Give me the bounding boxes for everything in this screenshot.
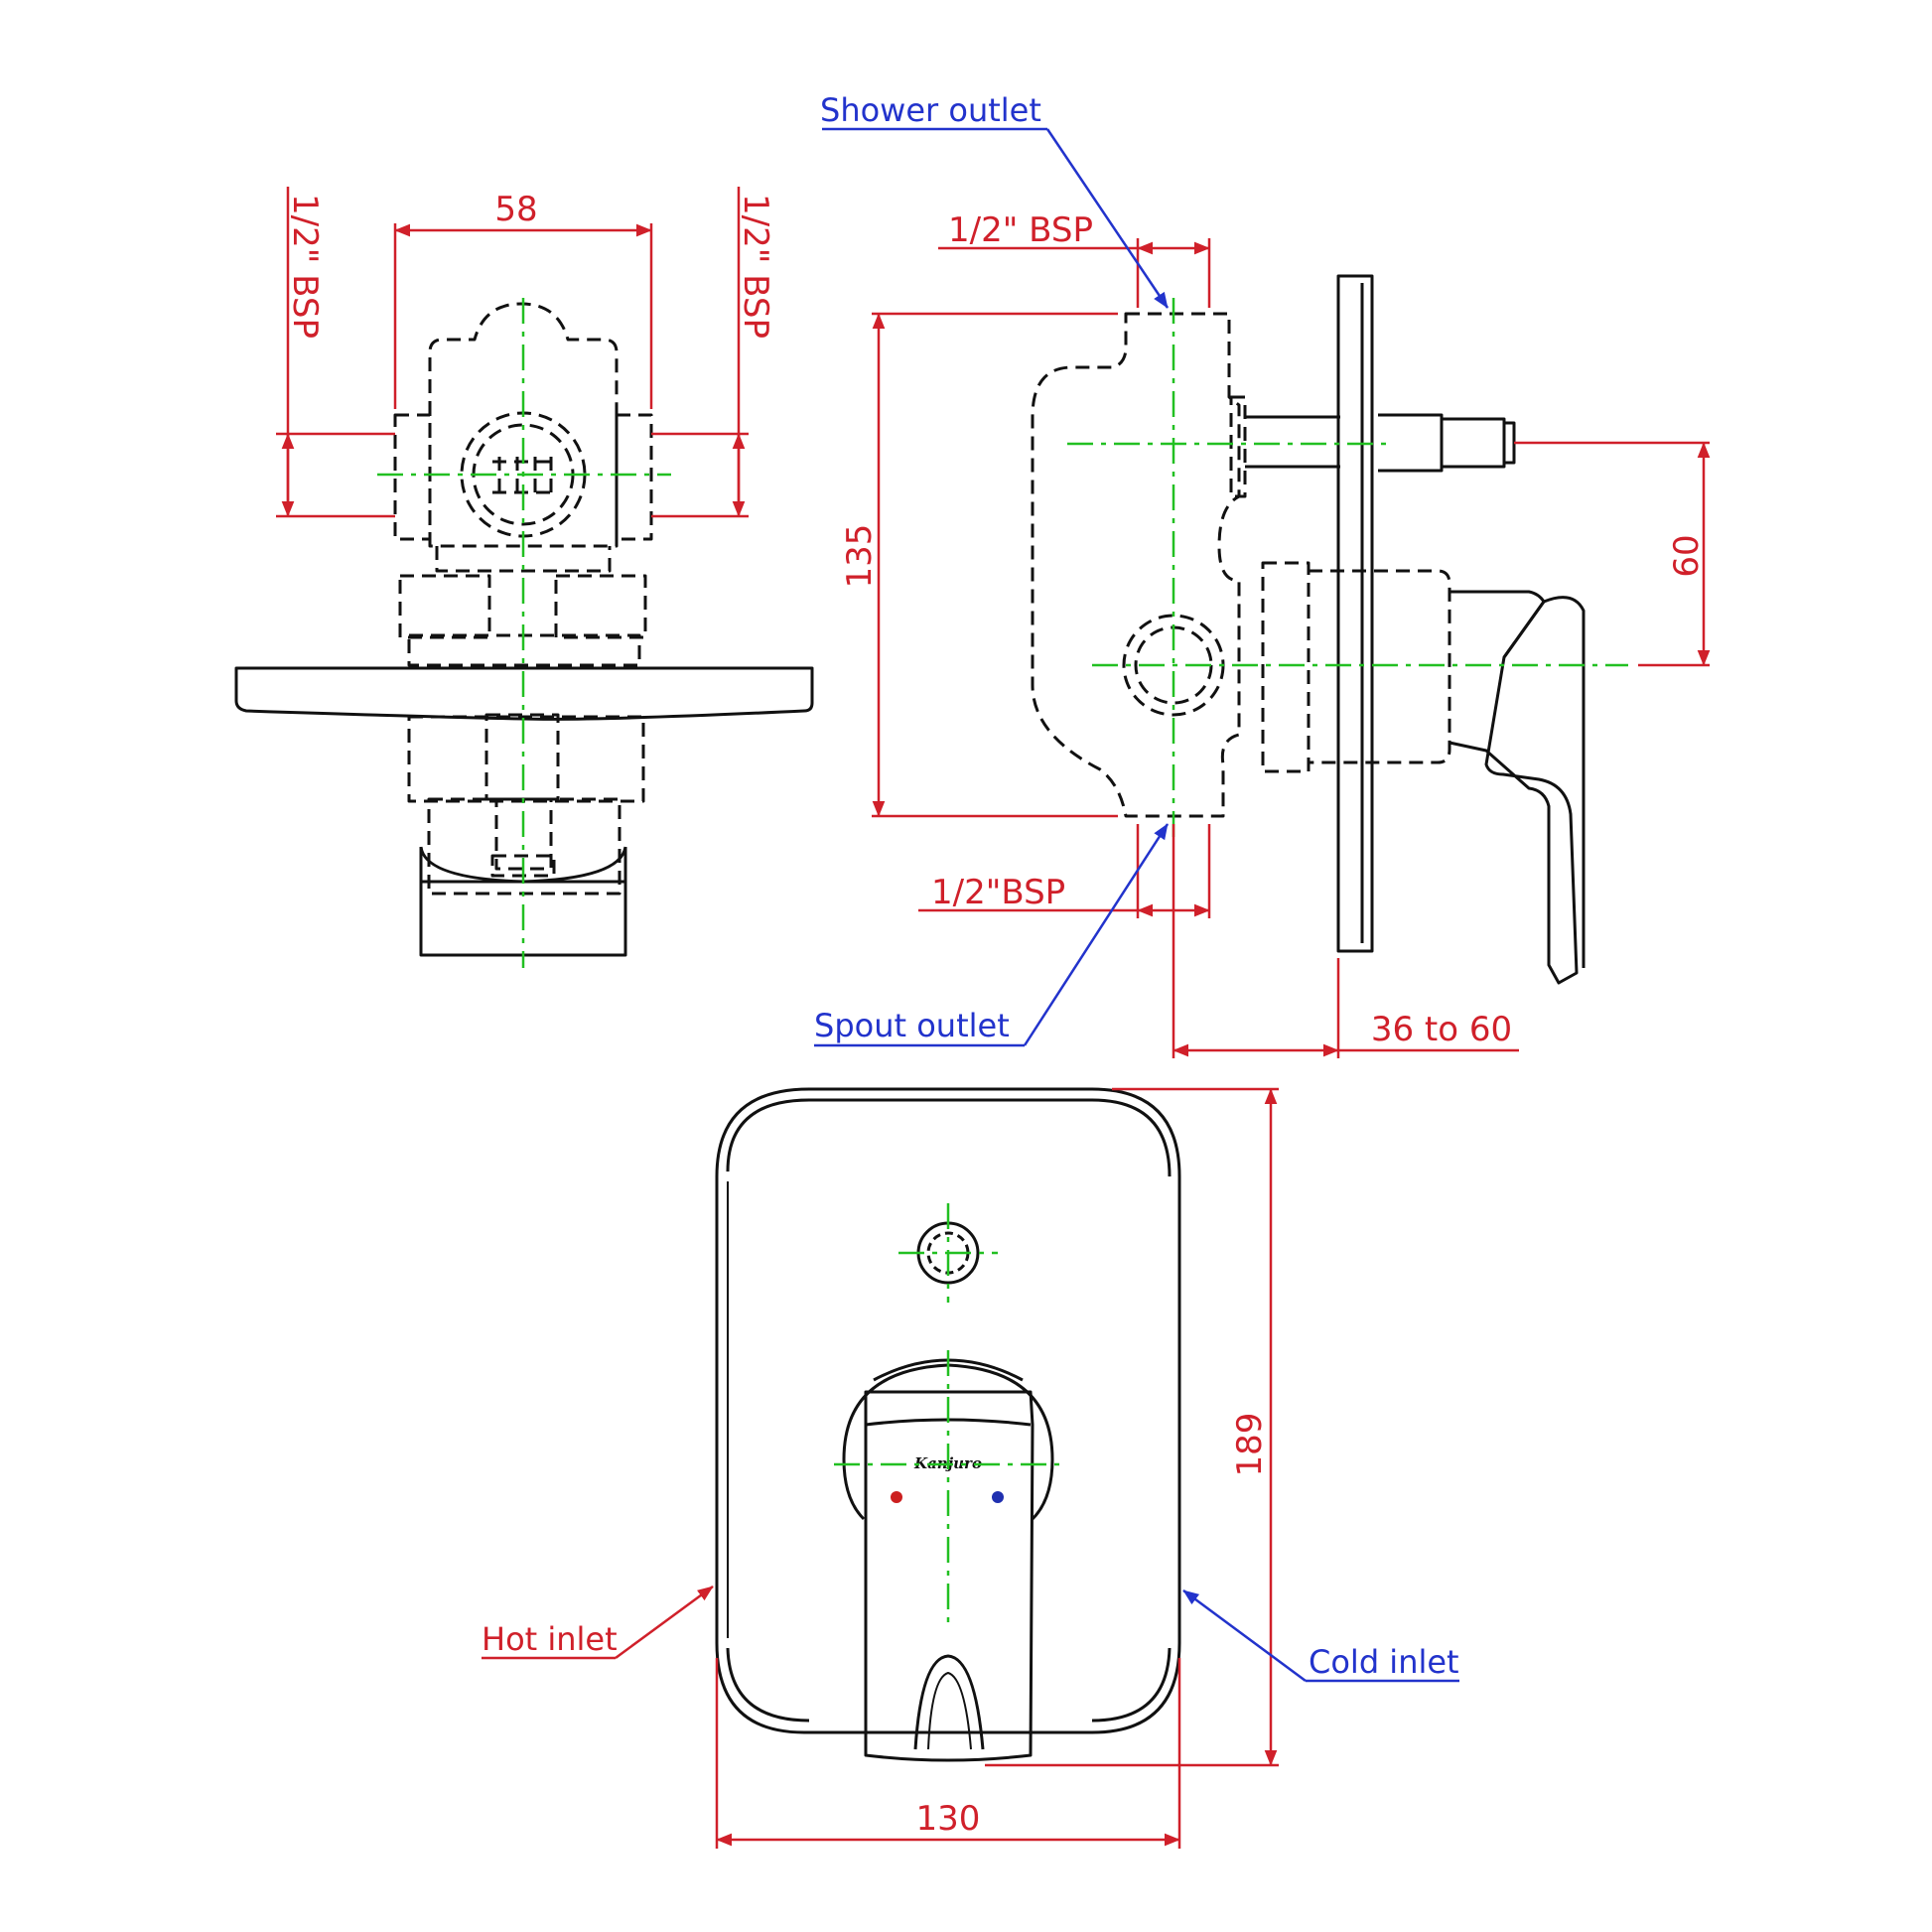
side-bottom-thread-dimension: 1/2"BSP — [931, 873, 1065, 912]
side-top-thread-dimension: 1/2" BSP — [948, 210, 1093, 250]
cold-inlet-label: Cold inlet — [1309, 1643, 1459, 1681]
side-view-leaders — [814, 127, 1170, 1047]
side-height-dimension: 135 — [840, 524, 880, 589]
plate-view-leaders — [1182, 1588, 1459, 1683]
plate-view-dimensions — [482, 1087, 1279, 1849]
front-view-centerlines — [377, 298, 671, 968]
front-view-dimensions — [276, 187, 749, 518]
side-depth-dimension: 36 to 60 — [1371, 1010, 1512, 1049]
plate-view — [715, 1087, 1181, 1762]
side-offset-dimension: 60 — [1667, 534, 1707, 577]
hot-inlet-label: Hot inlet — [482, 1620, 618, 1658]
spout-outlet-label: Spout outlet — [814, 1007, 1010, 1044]
front-right-thread-dimension: 1/2" BSP — [736, 194, 775, 339]
plate-height-dimension: 189 — [1230, 1413, 1270, 1477]
hot-indicator-dot — [891, 1491, 902, 1503]
shower-outlet-label: Shower outlet — [820, 91, 1041, 129]
side-view-centerlines — [1067, 298, 1628, 844]
front-left-thread-dimension: 1/2" BSP — [285, 194, 325, 339]
side-view — [1031, 274, 1586, 985]
front-width-dimension: 58 — [494, 190, 537, 229]
cold-indicator-dot — [992, 1491, 1004, 1503]
plate-width-dimension: 130 — [916, 1799, 981, 1839]
plate-view-centerlines — [834, 1203, 1064, 1628]
